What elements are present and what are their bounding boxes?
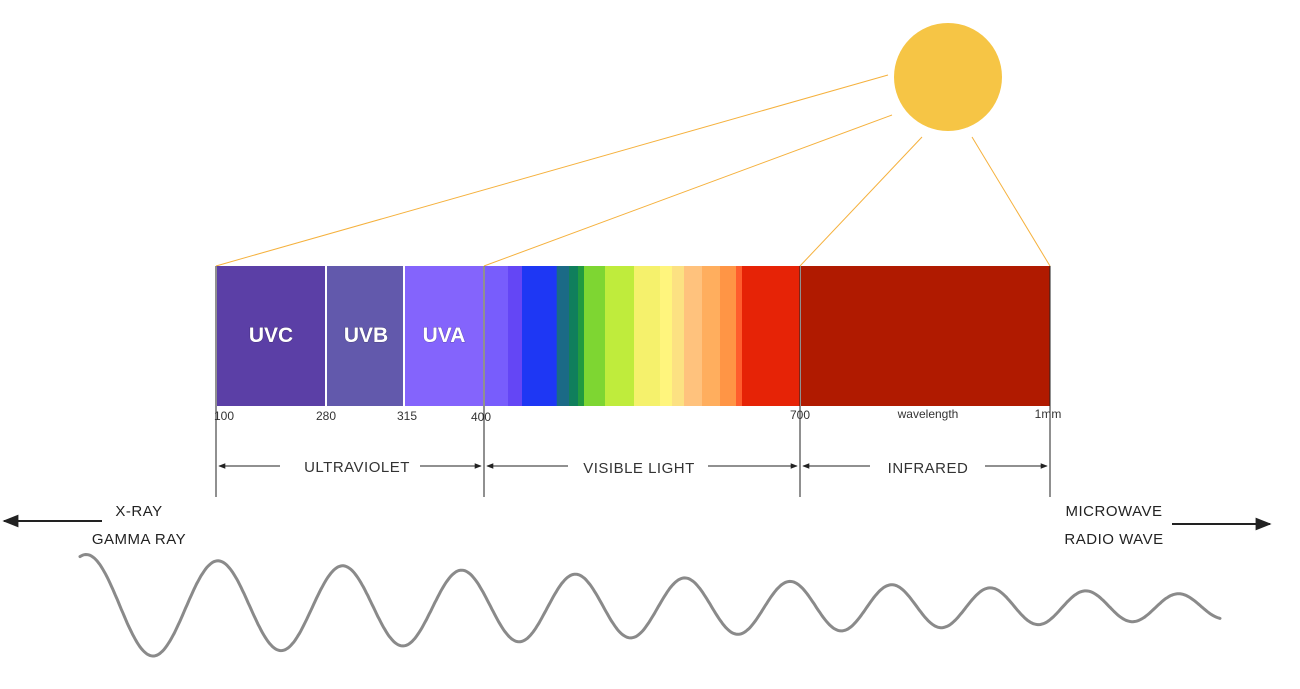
region-labels: ULTRAVIOLET VISIBLE LIGHT INFRARED xyxy=(304,459,968,477)
visible-stripe xyxy=(684,266,703,406)
band-uvb xyxy=(327,266,403,406)
region-label-ultraviolet: ULTRAVIOLET xyxy=(304,459,410,476)
wavelength-label: wavelength xyxy=(897,407,959,421)
band-infrared xyxy=(801,266,1050,406)
sun-ray xyxy=(971,136,1051,267)
tick-labels: 100 280 315 400 700 1mm wavelength xyxy=(214,407,1061,424)
uv-bands: UVC UVB UVA xyxy=(217,266,483,406)
visible-stripe xyxy=(508,266,523,406)
tick-label-1mm: 1mm xyxy=(1035,407,1062,421)
visible-stripe xyxy=(522,266,557,406)
band-label-uvb: UVB xyxy=(344,324,388,347)
tick-label-315: 315 xyxy=(397,409,417,423)
band-label-uvc: UVC xyxy=(249,324,293,347)
visible-stripe xyxy=(634,266,661,406)
tick-label-280: 280 xyxy=(316,409,336,423)
visible-spectrum xyxy=(485,266,800,406)
visible-stripe xyxy=(556,266,558,406)
sun-ray xyxy=(483,114,893,267)
visible-stripe xyxy=(660,266,673,406)
visible-stripe xyxy=(742,266,800,406)
visible-stripe xyxy=(485,266,509,406)
tick-label-700: 700 xyxy=(790,408,810,422)
visible-stripe xyxy=(736,266,743,406)
tick-label-400: 400 xyxy=(471,410,491,424)
visible-stripe xyxy=(578,266,585,406)
tick-label-100: 100 xyxy=(214,409,234,423)
boundary-lines xyxy=(215,266,1051,497)
outer-labels: X-RAY GAMMA RAY MICROWAVE RADIO WAVE xyxy=(92,503,1163,548)
visible-stripe xyxy=(720,266,737,406)
sun-ray xyxy=(215,74,889,267)
label-microwave: MICROWAVE xyxy=(1066,503,1163,520)
visible-stripe xyxy=(584,266,606,406)
label-x-ray: X-RAY xyxy=(115,503,162,520)
sun-rays xyxy=(215,74,1051,267)
wave-icon xyxy=(78,552,1222,658)
band-uvc xyxy=(217,266,325,406)
label-gamma-ray: GAMMA RAY xyxy=(92,531,186,548)
band-label-uva: UVA xyxy=(423,324,466,347)
region-label-visible-light: VISIBLE LIGHT xyxy=(583,460,695,477)
region-label-infrared: INFRARED xyxy=(888,460,969,477)
visible-stripe xyxy=(557,266,570,406)
visible-stripe xyxy=(569,266,579,406)
band-uva xyxy=(405,266,483,406)
visible-stripe xyxy=(672,266,685,406)
sun-icon xyxy=(894,23,1002,131)
visible-stripe xyxy=(605,266,635,406)
sun-ray xyxy=(799,136,923,267)
label-radio-wave: RADIO WAVE xyxy=(1064,531,1163,548)
visible-stripe xyxy=(702,266,721,406)
